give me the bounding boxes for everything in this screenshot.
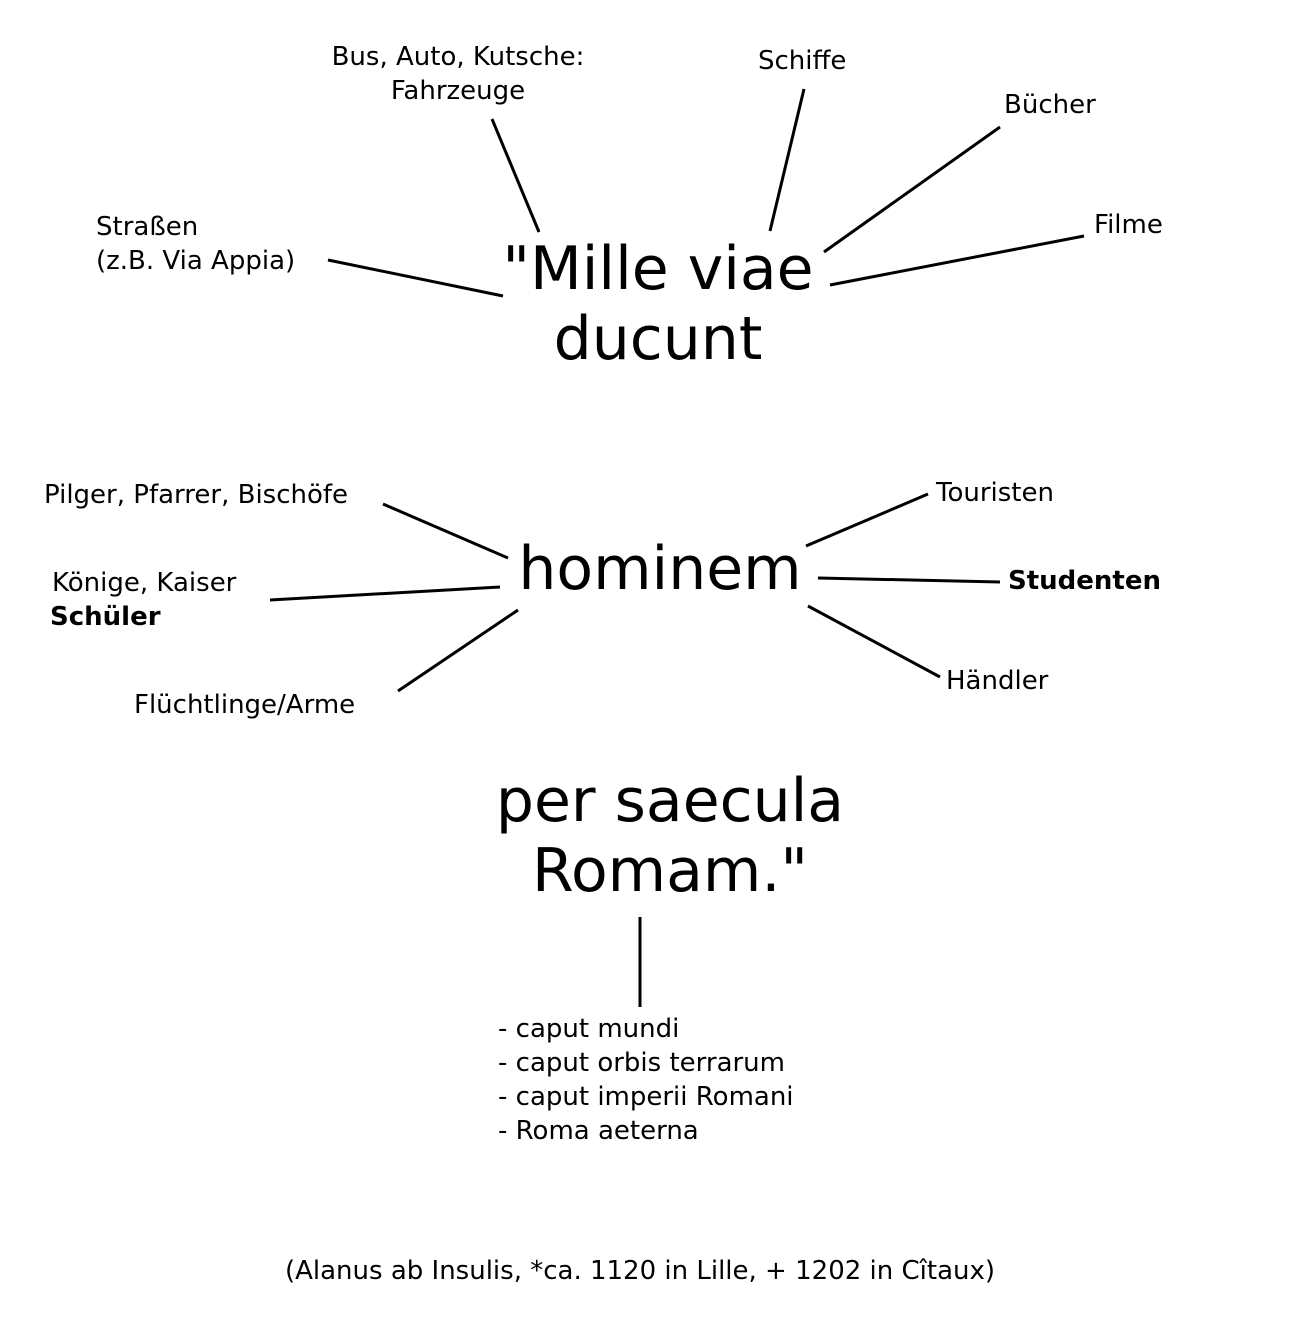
quote-line-ducunt: ducunt <box>553 304 763 374</box>
label-kings-pupils: Könige, Kaiser <box>52 566 236 600</box>
label-tourists: Touristen <box>936 478 1054 508</box>
label-books: Bücher <box>1004 90 1096 120</box>
connector-ships <box>768 88 806 232</box>
connector-tourists <box>805 492 929 548</box>
label-roads-line2: (z.B. Via Appia) <box>96 246 296 276</box>
quote-line-romam: Romam." <box>531 836 809 906</box>
connector-vehicles <box>490 118 541 233</box>
label-kings: Könige, Kaiser <box>52 568 237 598</box>
label-vehicles-line2: Fahrzeuge <box>390 76 526 106</box>
quote-part-hominem: hominem <box>500 534 820 604</box>
connector-kings <box>269 585 501 602</box>
label-vehicles-line1: Bus, Auto, Kutsche: <box>331 42 585 72</box>
connector-films <box>829 234 1085 287</box>
connector-refugees <box>397 608 519 693</box>
label-pilgrims: Pilger, Pfarrer, Bischöfe <box>44 480 349 510</box>
connector-students <box>817 576 1001 584</box>
connector-roads <box>327 258 504 298</box>
quote-part-mille-viae-ducunt: "Mille viae ducunt <box>478 234 838 374</box>
rome-title-item: - caput imperii Romani <box>498 1082 794 1112</box>
label-refugees: Flüchtlinge/Arme <box>134 690 356 720</box>
rome-titles-list: - caput mundi - caput orbis terrarum - c… <box>498 1012 794 1148</box>
quote-line-mille-viae: "Mille viae <box>502 234 814 304</box>
citation: (Alanus ab Insulis, *ca. 1120 in Lille, … <box>284 1256 996 1286</box>
connector-traders <box>807 604 941 679</box>
label-roads: Straßen (z.B. Via Appia) <box>96 210 295 278</box>
quote-line-hominem: hominem <box>518 534 802 604</box>
label-pupils: Schüler <box>50 602 161 632</box>
label-traders: Händler <box>946 666 1049 696</box>
quote-part-per-saecula-romam: per saecula Romam." <box>470 766 870 906</box>
connector-books <box>823 125 1001 254</box>
rome-title-item: - Roma aeterna <box>498 1116 699 1146</box>
quote-line-per-saecula: per saecula <box>495 766 845 836</box>
connector-pilgrims <box>382 502 509 560</box>
label-students: Studenten <box>1008 566 1161 596</box>
label-ships: Schiffe <box>758 46 847 76</box>
rome-title-item: - caput mundi <box>498 1014 680 1044</box>
label-films: Filme <box>1094 210 1163 240</box>
label-vehicles: Bus, Auto, Kutsche: Fahrzeuge <box>308 40 608 108</box>
rome-title-item: - caput orbis terrarum <box>498 1048 785 1078</box>
label-roads-line1: Straßen <box>96 212 199 242</box>
